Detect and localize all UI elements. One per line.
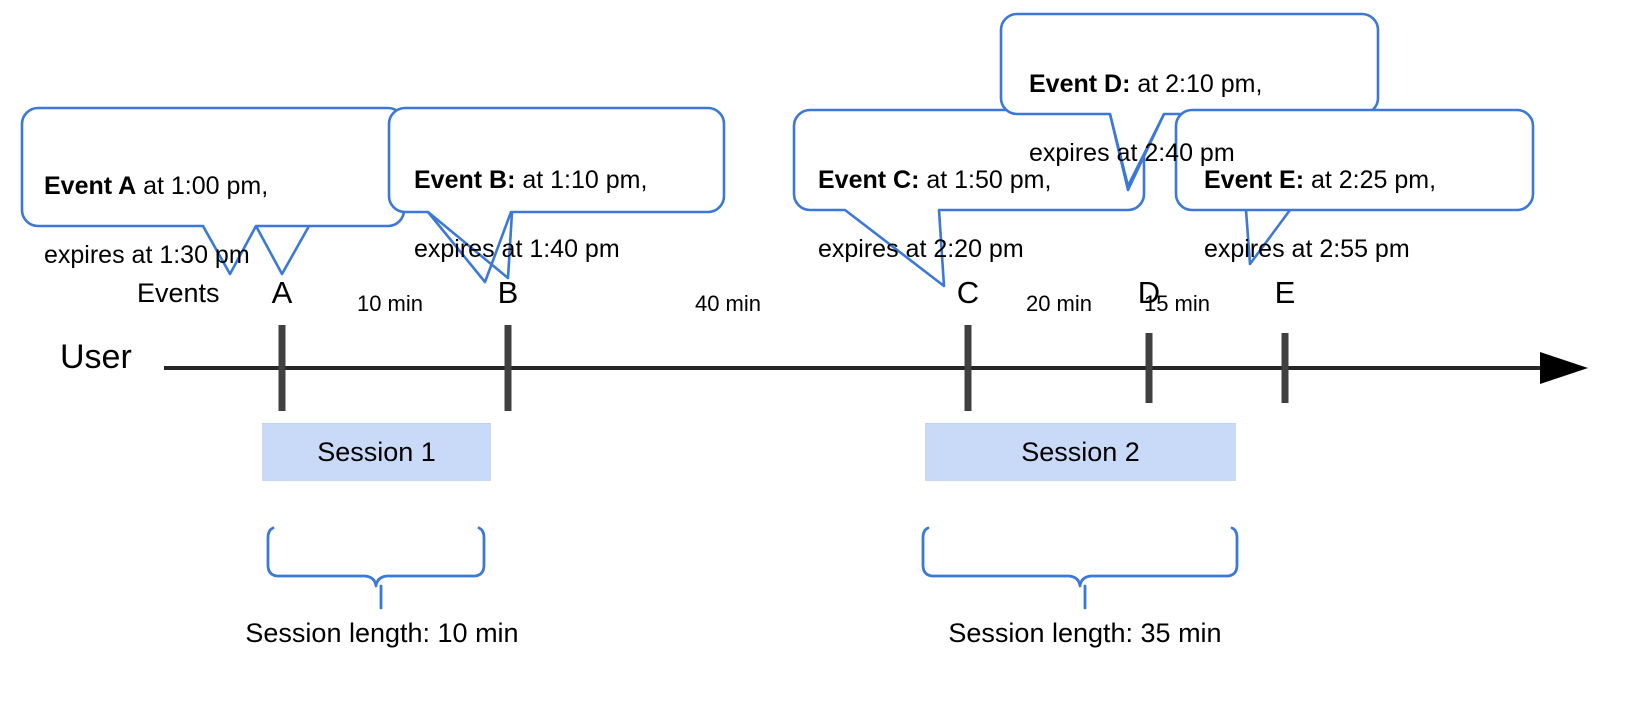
callout-bubble-event-b <box>387 106 726 284</box>
row-label-user: User <box>60 338 132 376</box>
session-box-2: Session 2 <box>925 423 1236 481</box>
callout-tail-event-b <box>427 210 514 280</box>
session-box-1: Session 1 <box>262 423 491 481</box>
interval-label-cd: 20 min <box>1025 291 1093 316</box>
interval-label-bc: 40 min <box>694 291 762 316</box>
session-box-label-1: Session 1 <box>317 437 436 467</box>
callout-tail-event-a <box>254 225 311 276</box>
session-box-label-2: Session 2 <box>1021 437 1140 467</box>
callout-tail-event-d <box>1108 113 1166 192</box>
brace-session-1 <box>266 526 486 588</box>
interval-label-de: 15 min <box>1143 291 1211 316</box>
brace-session-2 <box>921 526 1239 588</box>
session-length-caption-2: Session length: 35 min <box>948 618 1222 648</box>
tick-label-d: D <box>1137 275 1161 310</box>
timeline-arrowhead-icon <box>1540 352 1588 384</box>
tick-label-a: A <box>271 275 293 310</box>
session-length-caption-1: Session length: 10 min <box>245 618 519 648</box>
interval-label-ab: 10 min <box>356 291 424 316</box>
row-label-events: Events <box>137 278 220 308</box>
tick-label-c: C <box>956 275 980 310</box>
tick-label-e: E <box>1274 275 1296 310</box>
callout-tail-event-e <box>1244 209 1292 266</box>
tick-label-b: B <box>497 275 519 310</box>
callout-bubble-event-e <box>1174 108 1535 212</box>
